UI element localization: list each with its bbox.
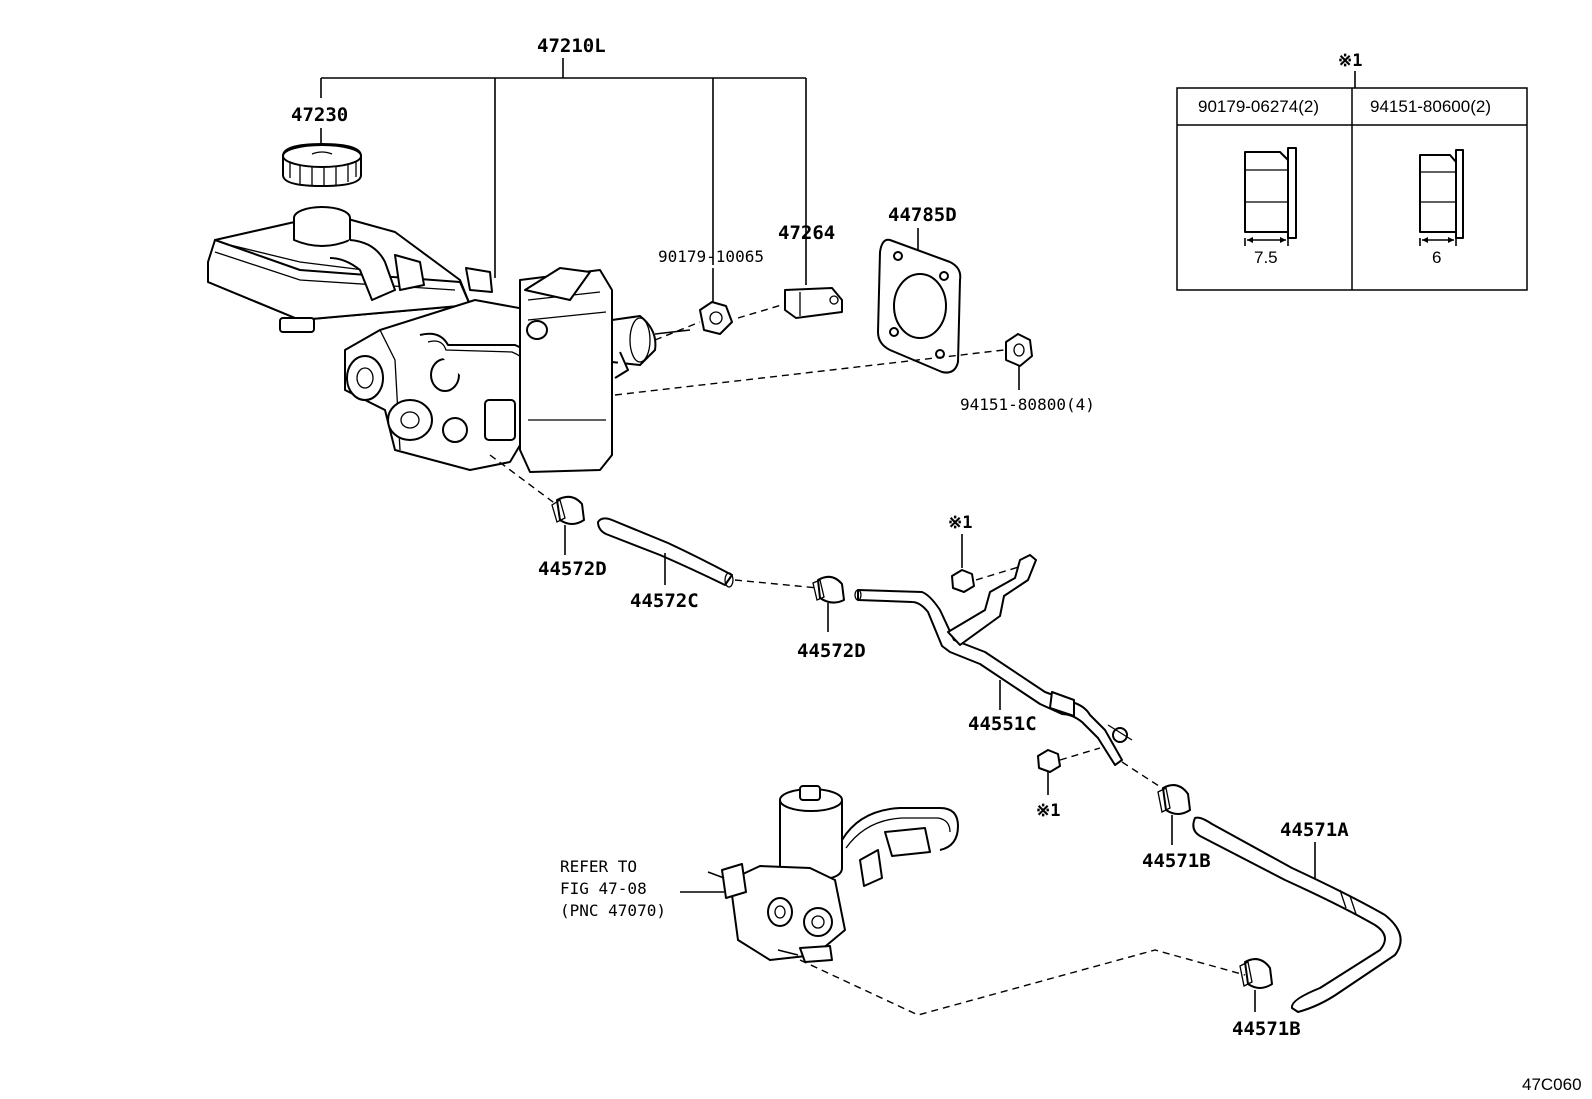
flange-nut-icon — [1419, 149, 1464, 246]
reservoir-cap: 47230 — [282, 104, 362, 187]
table-col2-header: 94151-80600(2) — [1370, 97, 1491, 116]
table-col1-dim: 7.5 — [1254, 248, 1278, 267]
hose-clamp-part — [1157, 784, 1191, 815]
flange-nut-icon — [951, 569, 975, 593]
callout-47264: 47264 — [778, 222, 843, 319]
label-90179-10065: 90179-10065 — [658, 247, 764, 266]
callout-note-a: ※1 — [948, 513, 975, 593]
table-col2-dim: 6 — [1432, 248, 1441, 267]
fastener-table: ※1 90179-06274(2) 94151-80600(2) 7.5 — [1176, 51, 1528, 291]
brake-hose-part — [1192, 816, 1402, 1013]
callout-44572D-b: 44572D — [797, 575, 866, 662]
label-44572C: 44572C — [630, 590, 699, 612]
brake-hose-part — [597, 517, 734, 588]
callout-94151-80800: 94151-80800(4) — [960, 333, 1095, 414]
gasket-part — [877, 238, 962, 374]
callout-90179-10065: 90179-10065 — [658, 247, 764, 335]
brake-tube-part — [854, 554, 1133, 766]
flange-nut-icon — [699, 301, 733, 335]
brake-booster-assembly — [207, 206, 691, 473]
pump-motor-assembly — [707, 785, 959, 963]
refer-line3: (PNC 47070) — [560, 901, 666, 920]
hose-clamp-part — [551, 495, 585, 525]
table-note-label: ※1 — [1338, 51, 1362, 71]
label-note-a: ※1 — [948, 513, 972, 533]
flange-nut-icon — [1244, 147, 1297, 246]
label-44785D: 44785D — [888, 204, 957, 226]
refer-line1: REFER TO — [560, 857, 637, 876]
hose-clamp-part — [1239, 958, 1273, 989]
label-44571A: 44571A — [1280, 819, 1349, 841]
callout-44572C: 44572C — [597, 517, 734, 612]
label-47230: 47230 — [291, 104, 348, 126]
callout-note-b: ※1 — [1036, 749, 1061, 821]
label-94151-80800: 94151-80800(4) — [960, 395, 1095, 414]
label-44572D-b: 44572D — [797, 640, 866, 662]
flange-nut-icon — [1005, 333, 1033, 367]
bracket-part — [784, 287, 843, 319]
figure-code: 47C060 — [1522, 1075, 1582, 1094]
hose-clamp-part — [812, 575, 845, 604]
label-44571B-b: 44571B — [1232, 1018, 1301, 1040]
callout-44571B-a: 44571B — [1121, 761, 1211, 872]
callout-44785D: 44785D — [877, 204, 962, 374]
flange-nut-icon — [1037, 749, 1061, 773]
label-47210L: 47210L — [537, 35, 606, 57]
refer-line2: FIG 47-08 — [560, 879, 647, 898]
label-note-b: ※1 — [1036, 801, 1060, 821]
label-44572D-a: 44572D — [538, 558, 607, 580]
callout-44551C: 44551C — [854, 554, 1133, 766]
callout-47210L: 47210L — [320, 35, 807, 285]
callout-44571B-b: 44571B — [1232, 958, 1301, 1040]
table-col1-header: 90179-06274(2) — [1198, 97, 1319, 116]
callout-44572D-a: 44572D — [538, 495, 607, 580]
callout-44571A: 44571A — [1192, 816, 1402, 1013]
label-47264: 47264 — [778, 222, 835, 244]
label-44571B-a: 44571B — [1142, 850, 1211, 872]
label-44551C: 44551C — [968, 713, 1037, 735]
